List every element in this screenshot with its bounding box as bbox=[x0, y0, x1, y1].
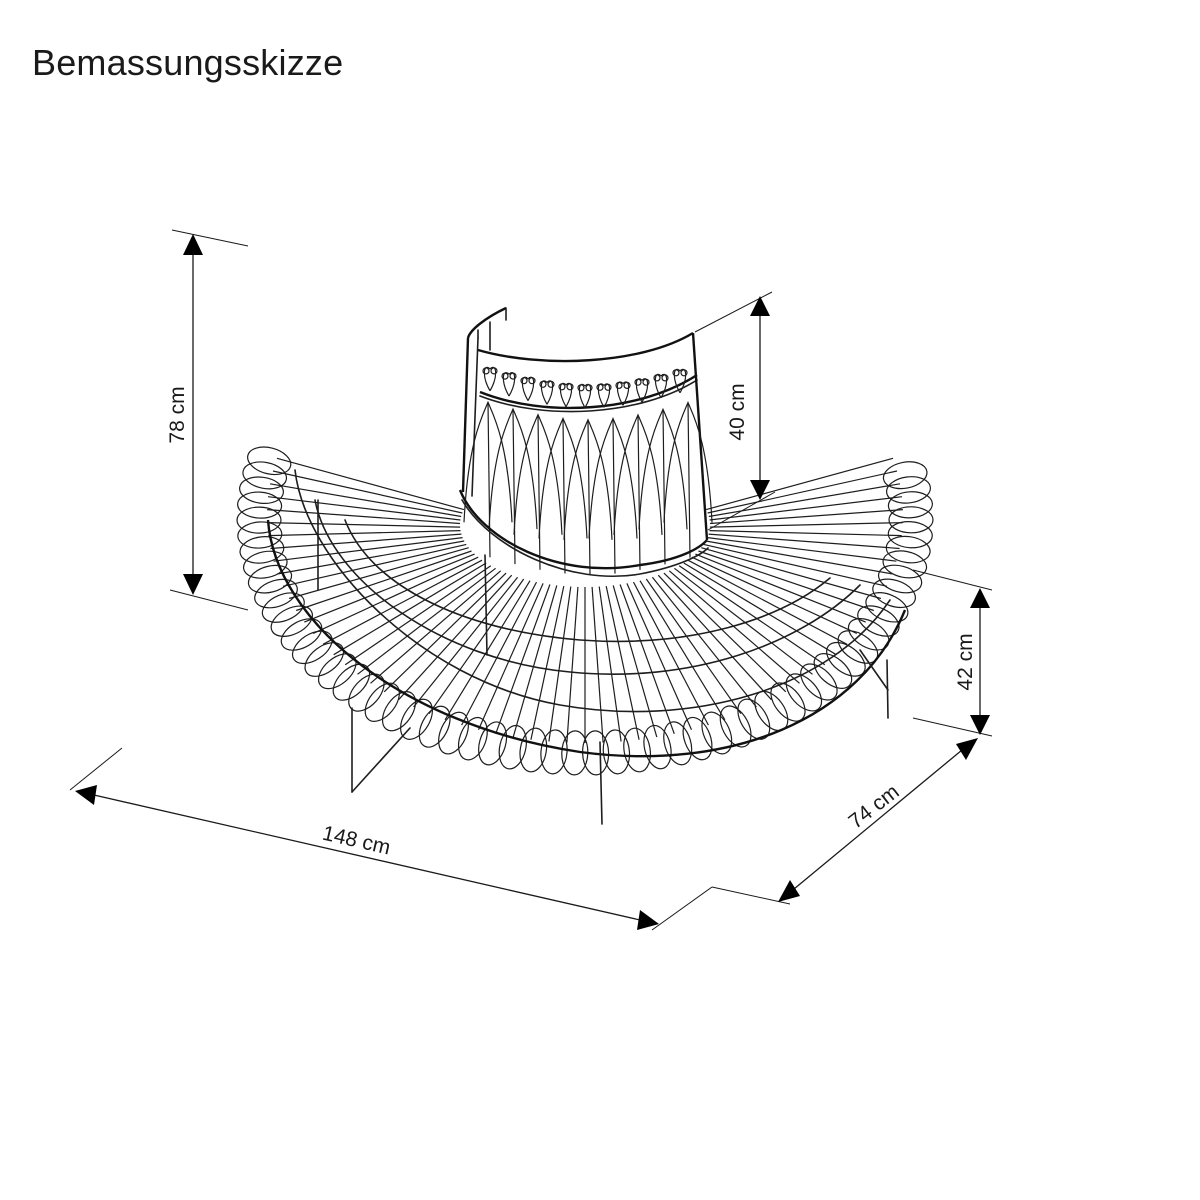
width-label: 148 cm bbox=[320, 822, 392, 860]
backrest bbox=[461, 306, 713, 575]
page-title: Bemassungsskizze bbox=[32, 42, 344, 83]
gothic-arches bbox=[463, 400, 713, 575]
total-height-label: 78 cm bbox=[166, 386, 189, 443]
dimension-depth: 74 cm bbox=[711, 738, 978, 905]
dimension-width: 148 cm bbox=[69, 747, 713, 931]
legs bbox=[317, 499, 889, 825]
ornament-band bbox=[482, 366, 688, 409]
backrest-height-label: 40 cm bbox=[726, 383, 749, 440]
dimension-total-height: 78 cm bbox=[166, 229, 249, 611]
seat bbox=[236, 446, 934, 776]
tree-bench-drawing bbox=[236, 306, 934, 825]
seat-height-label: 42 cm bbox=[954, 633, 977, 690]
dimension-backrest-height: 40 cm bbox=[694, 291, 776, 531]
dimension-seat-height: 42 cm bbox=[912, 569, 993, 737]
depth-label: 74 cm bbox=[844, 780, 903, 833]
